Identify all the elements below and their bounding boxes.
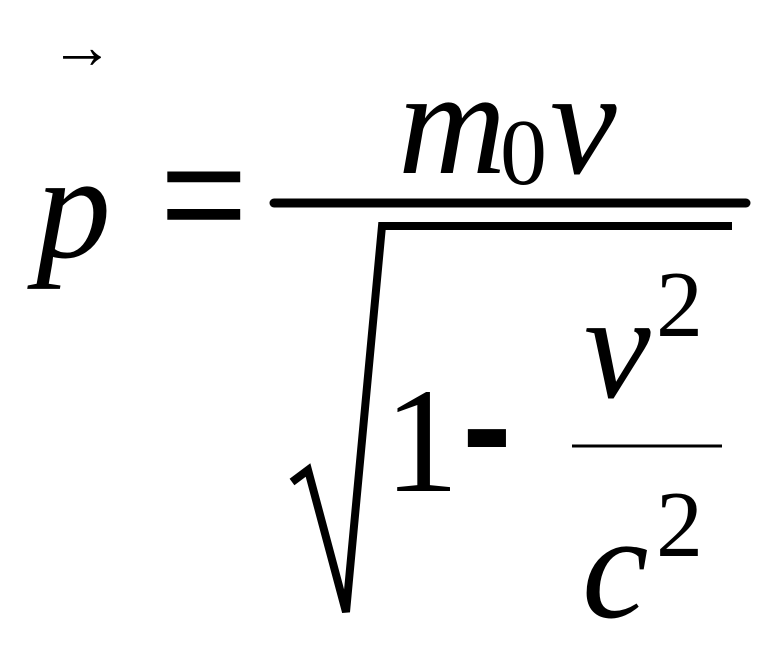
radical-sign-icon: [289, 222, 732, 614]
velocity-exponent: 2: [656, 253, 703, 357]
light-speed-exponent: 2: [656, 473, 703, 577]
vector-arrow-icon: →: [50, 10, 114, 82]
inner-velocity-symbol: v: [584, 264, 651, 430]
rest-mass-subscript: 0: [500, 101, 547, 205]
momentum-symbol: p: [36, 124, 111, 290]
minus-sign: -: [462, 341, 512, 509]
radicand-one: 1: [384, 358, 459, 524]
rest-mass-symbol: m: [398, 40, 507, 206]
light-speed-symbol: c: [582, 484, 649, 650]
numerator-velocity-symbol: v: [550, 40, 617, 206]
equals-sign: =: [160, 109, 248, 277]
